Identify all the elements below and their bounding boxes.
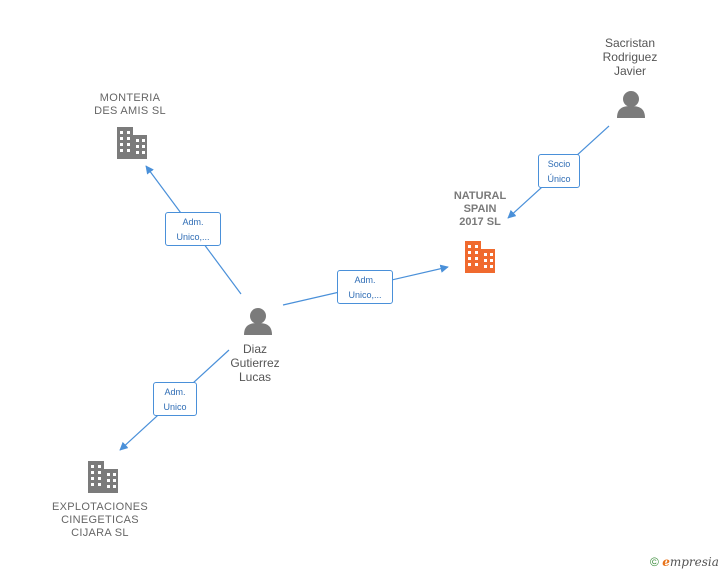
- building-icon[interactable]: [117, 127, 147, 159]
- building-icon-main[interactable]: [465, 241, 495, 273]
- edge-label-diaz-natural: Adm. Unico,...: [337, 270, 393, 304]
- brand-logo: empresia: [662, 555, 719, 569]
- node-label-sacristan[interactable]: Sacristan Rodriguez Javier: [602, 36, 658, 78]
- node-label-natural-spain[interactable]: NATURAL SPAIN 2017 SL: [453, 190, 507, 228]
- node-label-monteria[interactable]: MONTERIA DES AMIS SL: [94, 92, 166, 117]
- edge-label-diaz-monteria: Adm. Unico,...: [165, 212, 221, 246]
- edge-label-diaz-explotaciones: Adm. Unico: [153, 382, 197, 416]
- building-icon[interactable]: [88, 461, 118, 493]
- node-label-explotaciones[interactable]: EXPLOTACIONES CINEGETICAS CIJARA SL: [52, 501, 148, 539]
- copyright-symbol: ©: [650, 555, 659, 569]
- person-icon[interactable]: [244, 308, 272, 335]
- footer-brand: © empresia: [650, 555, 719, 569]
- person-icon[interactable]: [617, 91, 645, 118]
- edge-label-sacristan-natural: Socio Único: [538, 154, 580, 188]
- node-label-diaz[interactable]: Diaz Gutierrez Lucas: [230, 342, 280, 384]
